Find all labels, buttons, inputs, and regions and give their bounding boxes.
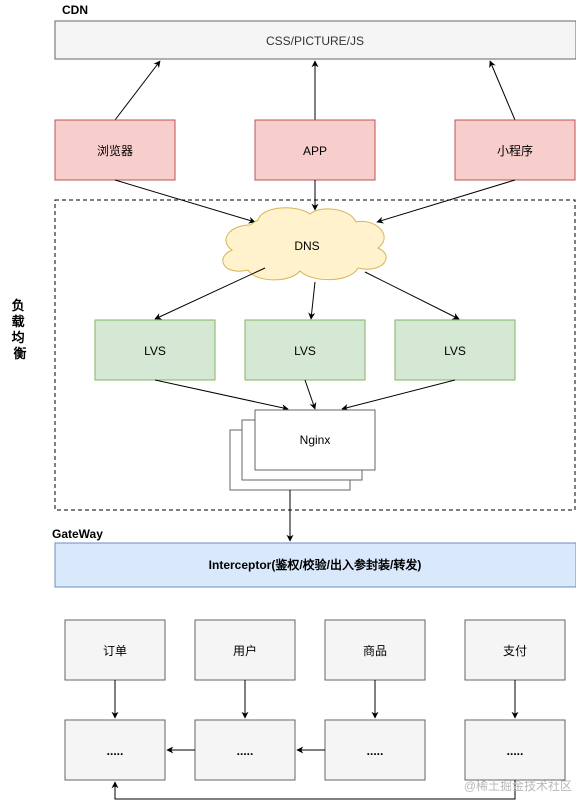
lvs-box-2-label: LVS xyxy=(294,344,316,358)
lvs-box-1-label: LVS xyxy=(144,344,166,358)
lvs-box-2: LVS xyxy=(244,319,366,381)
client-box-browser-label: 浏览器 xyxy=(97,143,133,158)
dns-label: DNS xyxy=(294,239,319,253)
gateway-label: Interceptor(鉴权/校验/出入参封装/转发) xyxy=(209,557,422,572)
client-box-app: APP xyxy=(254,119,376,181)
client-box-browser: 浏览器 xyxy=(54,119,176,181)
watermark: @稀土掘金技术社区 xyxy=(464,778,572,793)
service-box-user-label: 用户 xyxy=(233,643,257,658)
client-box-app-label: APP xyxy=(303,144,327,158)
load-balance-section-label: 负 载 均 衡 xyxy=(12,298,29,361)
cdn-section-label: CDN xyxy=(62,3,88,17)
nginx-stack: Nginx xyxy=(229,409,376,491)
cdn-box-label: CSS/PICTURE/JS xyxy=(266,34,364,48)
service-box-order: 订单 xyxy=(64,619,166,681)
service-box-product-label: 商品 xyxy=(363,643,387,658)
sub-box-payment: ..... xyxy=(464,719,566,781)
lvs-box-3-label: LVS xyxy=(444,344,466,358)
sub-box-payment-label: ..... xyxy=(507,744,524,758)
arrow-browser-to-dns xyxy=(114,179,256,224)
service-box-payment: 支付 xyxy=(464,619,566,681)
sub-box-order: ..... xyxy=(64,719,166,781)
sub-box-product: ..... xyxy=(324,719,426,781)
service-box-order-label: 订单 xyxy=(103,644,127,658)
dns-cloud: DNS xyxy=(222,207,387,281)
sub-box-user: ..... xyxy=(194,719,296,781)
sub-box-order-label: ..... xyxy=(107,744,124,758)
arrow-lvs-1-to-nginx xyxy=(154,379,289,412)
sub-box-product-label: ..... xyxy=(367,744,384,758)
service-box-product: 商品 xyxy=(324,619,426,681)
gateway-section-label: GateWay xyxy=(52,527,103,541)
arrow-browser-to-cdn xyxy=(114,60,161,121)
cdn-box: CSS/PICTURE/JS xyxy=(54,20,576,60)
nginx-label: Nginx xyxy=(300,433,331,447)
arrow-dns-to-lvs-2 xyxy=(308,281,316,320)
client-box-miniprogram: 小程序 xyxy=(454,119,576,181)
arrow-dns-to-lvs-3 xyxy=(364,271,460,320)
arrow-lvs-2-to-nginx xyxy=(304,379,317,410)
gateway-box: Interceptor(鉴权/校验/出入参封装/转发) xyxy=(54,542,576,588)
client-box-miniprogram-label: 小程序 xyxy=(497,143,533,158)
sub-box-user-label: ..... xyxy=(237,744,254,758)
service-box-user: 用户 xyxy=(194,619,296,681)
service-box-payment-label: 支付 xyxy=(503,644,527,658)
lvs-box-3: LVS xyxy=(394,319,516,381)
arrow-miniprogram-to-cdn xyxy=(489,60,516,121)
arrow-payment-sub-to-order-sub xyxy=(111,780,516,800)
arrow-dns-to-lvs-1 xyxy=(154,267,266,320)
arrow-lvs-3-to-nginx xyxy=(341,379,456,411)
lvs-box-1: LVS xyxy=(94,319,216,381)
arrow-miniprogram-to-dns xyxy=(376,179,516,224)
